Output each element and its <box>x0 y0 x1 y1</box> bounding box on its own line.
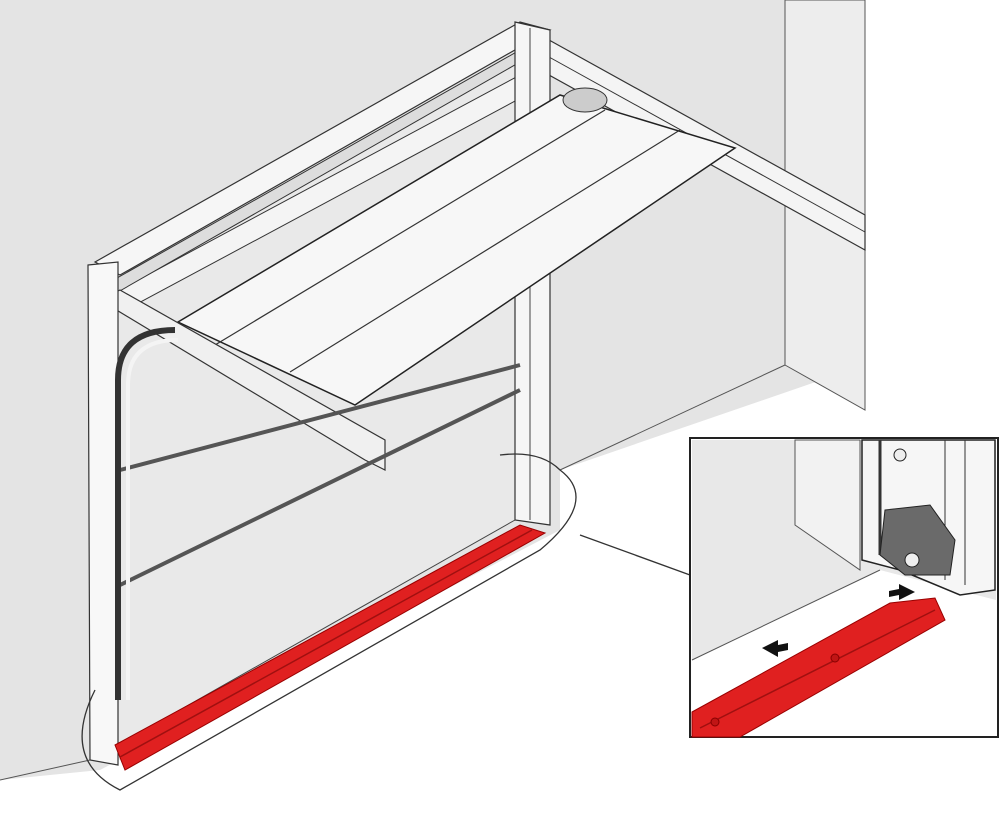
bottom-seal-groove <box>119 529 533 758</box>
floor-edge <box>559 364 786 471</box>
inset-bolt <box>904 552 920 568</box>
inset-bolt-top <box>893 448 907 462</box>
cable <box>119 388 521 587</box>
curved-track-inner <box>126 338 179 700</box>
panel-joint <box>214 109 606 346</box>
zoom-outline <box>81 453 577 791</box>
arrow-left-icon <box>762 640 788 657</box>
curved-track <box>115 327 176 700</box>
arrow-right-icon <box>889 584 915 600</box>
spring-drum <box>562 87 608 113</box>
bottom-seal <box>114 524 547 771</box>
inset-seal <box>691 597 946 738</box>
cable <box>119 363 521 472</box>
detail-inset <box>689 437 999 738</box>
left-post <box>87 261 119 766</box>
inset-bracket <box>879 504 956 576</box>
floor-edge-left <box>0 759 91 781</box>
panel-joint <box>289 129 681 373</box>
door-panel <box>176 94 737 406</box>
callout-line <box>579 534 691 576</box>
